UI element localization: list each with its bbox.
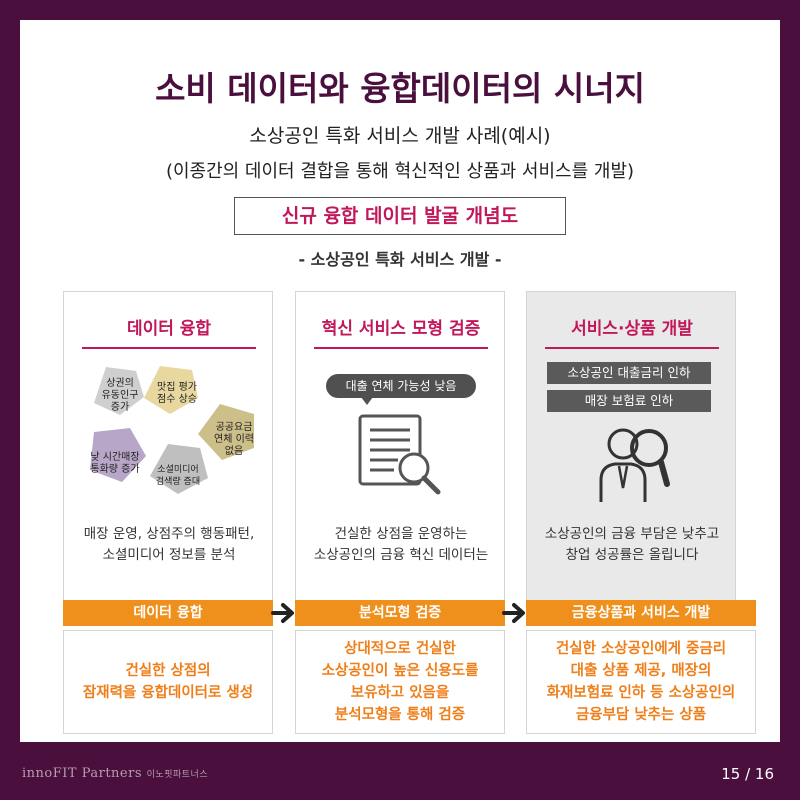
result-text: 건실한 소상공인에게 중금리 대출 상품 제공, 매장의 화재보험료 인하 등 … <box>546 641 736 723</box>
pentagon-2 <box>144 366 198 414</box>
speech-bubble: 대출 연체 가능성 낮음 <box>326 374 476 398</box>
person-magnifier-icon <box>599 428 670 502</box>
column-text: 소상공인의 금융 부담은 낮추고 창업 성공률은 올립니다 <box>544 526 720 563</box>
column-innovation-model: 혁신 서비스 모형 검증 대출 연체 가능성 낮음 건실한 상점을 운영하는 소… <box>295 291 505 601</box>
pentagon-label: 상권의 유동인구 증가 <box>101 378 139 413</box>
arrow-right-icon <box>271 603 294 623</box>
step-bar: 분석모형 검증 <box>295 600 505 626</box>
column-heading: 혁신 서비스 모형 검증 <box>314 314 488 349</box>
benefit-tag: 소상공인 대출금리 인하 <box>547 362 711 384</box>
logo-text: innoFIT Partners <box>22 766 142 781</box>
result-box: 상대적으로 건실한 소상공인이 높은 신용도를 보유하고 있음을 분석모형을 통… <box>295 630 505 734</box>
column-text: 매장 운영, 상점주의 행동패턴, 소셜미디어 정보를 분석 <box>83 526 255 563</box>
column-data-fusion: 데이터 융합 상권의 유동인구 증가 맛집 평가 점수 상승 공공요금 연체 이… <box>63 291 273 601</box>
column-heading: 서비스·상품 개발 <box>545 314 719 349</box>
pentagon-1 <box>94 367 144 415</box>
column-text: 건실한 상점을 운영하는 소상공인의 금융 혁신 데이터는 <box>313 526 489 563</box>
page-subtitle: 소상공인 특화 서비스 개발 사례(예시) <box>249 125 551 147</box>
concept-title: 신규 융합 데이터 발굴 개념도 <box>234 197 566 235</box>
pentagon-label: 공공요금 연체 이력 없음 <box>214 422 254 457</box>
result-box: 건실한 소상공인에게 중금리 대출 상품 제공, 매장의 화재보험료 인하 등 … <box>526 630 756 734</box>
footer-logo: innoFIT Partners 이노핏파트너스 <box>22 766 208 781</box>
page-description: (이종간의 데이터 결합을 통해 혁신적인 상품과 서비스를 개발) <box>165 161 635 182</box>
page-title: 소비 데이터와 융합데이터의 시너지 <box>155 69 645 108</box>
bubble-tail <box>361 397 373 405</box>
pentagon-4 <box>90 428 146 482</box>
pentagon-label: 맛집 평가 점수 상승 <box>157 382 197 405</box>
pentagon-cluster <box>90 366 254 494</box>
step-bar: 금융상품과 서비스 개발 <box>526 600 756 626</box>
benefit-tag: 매장 보험료 인하 <box>547 390 711 412</box>
arrow-right-icon <box>502 603 525 623</box>
pentagon-label: 낮 시간매장 통화량 증가 <box>90 452 140 475</box>
slide: 소비 데이터와 융합데이터의 시너지 소상공인 특화 서비스 개발 사례(예시)… <box>20 20 780 742</box>
page-number: 15 / 16 <box>721 765 774 783</box>
pentagon-3 <box>198 404 254 460</box>
result-text: 건실한 상점의 잠재력을 융합데이터로 생성 <box>82 663 254 701</box>
pentagon-label: 소셜미디어 검색량 증대 <box>155 465 201 487</box>
column-service-product: 서비스·상품 개발 소상공인 대출금리 인하 매장 보험료 인하 소상공인의 금… <box>526 291 736 601</box>
step-bar: 데이터 융합 <box>63 600 273 626</box>
concept-subtitle: - 소상공인 특화 서비스 개발 - <box>298 250 502 269</box>
logo-korean-text: 이노핏파트너스 <box>146 770 209 780</box>
document-search-icon <box>358 414 441 495</box>
pentagon-5 <box>150 444 208 494</box>
column-heading: 데이터 융합 <box>82 314 256 349</box>
result-box: 건실한 상점의 잠재력을 융합데이터로 생성 <box>63 630 273 734</box>
result-text: 상대적으로 건실한 소상공인이 높은 신용도를 보유하고 있음을 분석모형을 통… <box>321 641 479 723</box>
